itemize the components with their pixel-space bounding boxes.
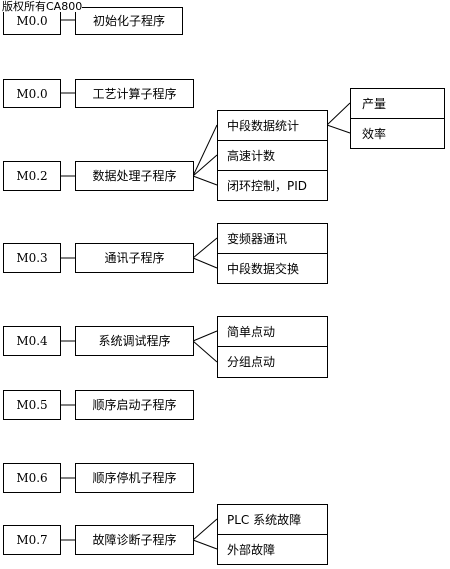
sub-box-simple-jog: 简单点动 bbox=[217, 316, 328, 347]
address-box-m0-4: M0.4 bbox=[3, 326, 61, 356]
sub-box-mid-stats: 中段数据统计 bbox=[217, 110, 328, 141]
sub-box-efficiency: 效率 bbox=[350, 118, 445, 149]
sub-box-plc-fault: PLC 系统故障 bbox=[217, 504, 328, 535]
sub-box-pid-control: 闭环控制，PID bbox=[217, 170, 328, 201]
routine-box-sequential-start: 顺序启动子程序 bbox=[75, 390, 194, 420]
sub-box-mid-data-exchange: 中段数据交换 bbox=[217, 253, 328, 284]
routine-box-system-debug: 系统调试程序 bbox=[75, 326, 194, 356]
address-box-m0-6: M0.6 bbox=[3, 463, 61, 493]
routine-box-process-calc: 工艺计算子程序 bbox=[75, 79, 194, 108]
sub-box-output: 产量 bbox=[350, 88, 445, 119]
routine-box-sequential-stop: 顺序停机子程序 bbox=[75, 463, 194, 493]
sub-box-inverter-comm: 变频器通讯 bbox=[217, 223, 328, 254]
address-box-m0-3: M0.3 bbox=[3, 243, 61, 273]
routine-box-data-processing: 数据处理子程序 bbox=[75, 161, 194, 191]
routine-box-communication: 通讯子程序 bbox=[75, 243, 194, 273]
copyright-notice: 版权所有CA800 bbox=[2, 0, 83, 13]
sub-box-high-speed-count: 高速计数 bbox=[217, 140, 328, 171]
address-box-m0-5: M0.5 bbox=[3, 390, 61, 420]
routine-box-fault-diagnosis: 故障诊断子程序 bbox=[75, 525, 194, 555]
routine-box-init: 初始化子程序 bbox=[75, 7, 183, 35]
address-box-m0-2: M0.2 bbox=[3, 161, 61, 191]
address-box-m0-0-process-calc: M0.0 bbox=[3, 79, 61, 108]
sub-box-group-jog: 分组点动 bbox=[217, 346, 328, 378]
sub-box-external-fault: 外部故障 bbox=[217, 534, 328, 565]
address-box-m0-7: M0.7 bbox=[3, 525, 61, 555]
